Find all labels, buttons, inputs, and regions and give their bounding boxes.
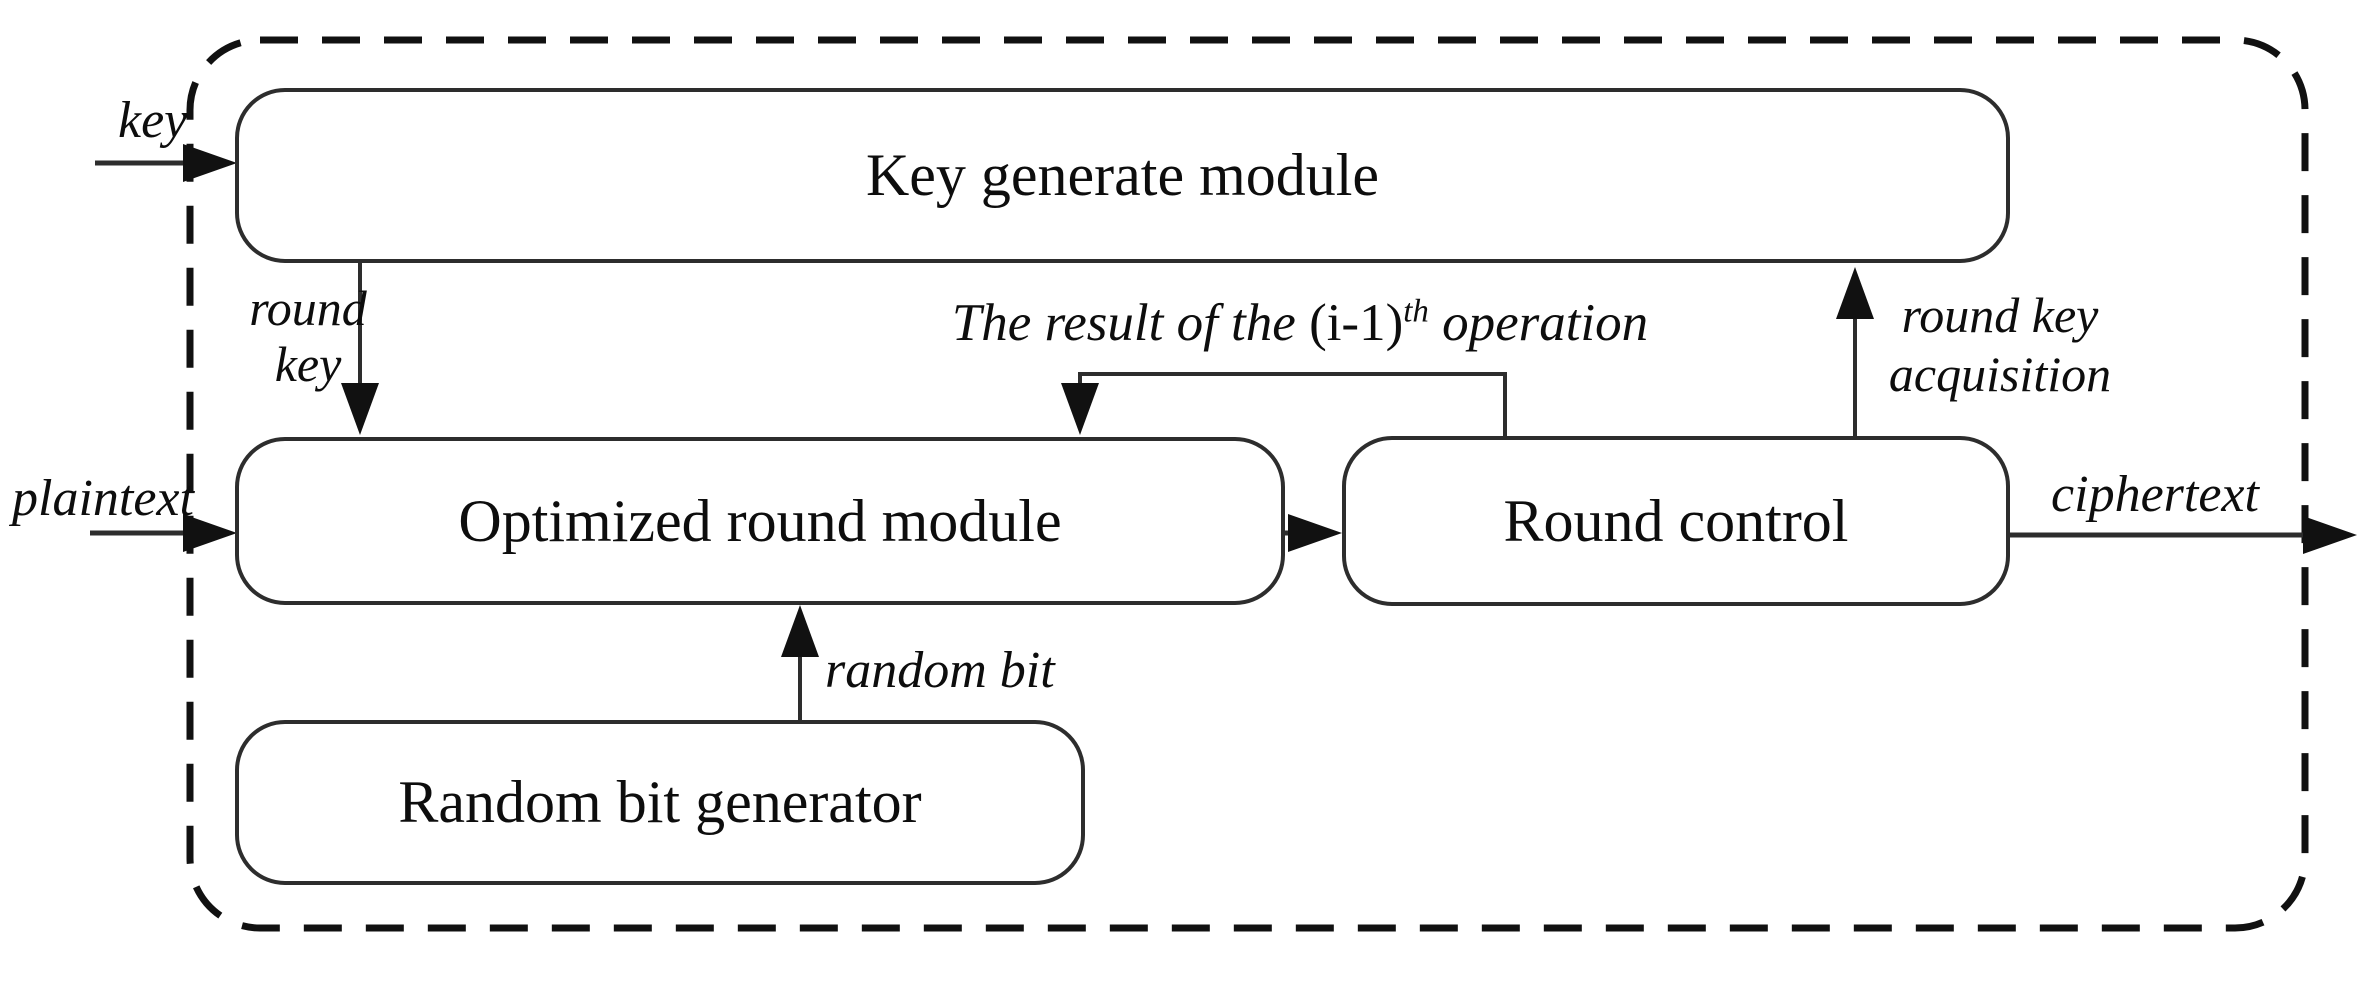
feedback-label-superscript: th xyxy=(1403,293,1429,330)
plaintext-flow-label: plaintext xyxy=(12,470,194,527)
round-key-acquisition-flow-label: round key acquisition xyxy=(1860,286,2140,404)
module-link-arrowhead xyxy=(1288,514,1342,552)
optimized-round-module-label: Optimized round module xyxy=(458,487,1062,554)
random-bit-arrowhead xyxy=(781,605,819,657)
feedback-label-prefix: The result of the xyxy=(951,294,1310,352)
plaintext-arrowhead xyxy=(183,514,237,552)
module-link-arrow xyxy=(1285,514,1342,552)
key-arrowhead xyxy=(183,144,237,182)
key-flow-label: key xyxy=(118,92,188,149)
key-generate-module-label: Key generate module xyxy=(865,142,1380,208)
feedback-label-suffix: operation xyxy=(1428,294,1649,352)
round-key-acquisition-label-line1: round key xyxy=(1901,287,2099,343)
round-key-arrowhead xyxy=(341,383,379,435)
ciphertext-arrowhead xyxy=(2303,516,2357,554)
system-boundary-dashed-border xyxy=(186,36,2309,932)
random-bit-generator-module-label: Random bit generator xyxy=(398,769,922,835)
feedback-loop-arrow xyxy=(1061,372,1507,437)
ciphertext-arrow xyxy=(2010,516,2357,554)
plaintext-arrow xyxy=(90,514,237,552)
feedback-label-base: (i-1) xyxy=(1309,294,1404,352)
optimized-round-module-box: Optimized round module xyxy=(235,437,1285,605)
round-key-label-line1: round xyxy=(249,280,367,336)
random-bit-arrow xyxy=(781,605,819,720)
round-control-module-label: Round control xyxy=(1503,487,1849,554)
key-arrow xyxy=(95,144,237,182)
round-key-acquisition-arrow xyxy=(1836,267,1874,438)
round-key-acquisition-arrowhead xyxy=(1836,267,1874,319)
feedback-flow-label: The result of the (i-1)th operation xyxy=(845,294,1755,353)
round-control-module-box: Round control xyxy=(1342,436,2010,606)
random-bit-flow-label: random bit xyxy=(825,642,1055,699)
round-key-flow-label: round key xyxy=(228,280,388,392)
feedback-arrowhead xyxy=(1061,383,1099,435)
ciphertext-flow-label: ciphertext xyxy=(2051,466,2259,523)
round-key-arrow xyxy=(341,263,379,435)
key-generate-module-box: Key generate module xyxy=(235,88,2010,263)
round-key-label-line2: key xyxy=(274,336,342,392)
random-bit-generator-module-box: Random bit generator xyxy=(235,720,1085,885)
round-key-acquisition-label-line2: acquisition xyxy=(1888,346,2112,402)
